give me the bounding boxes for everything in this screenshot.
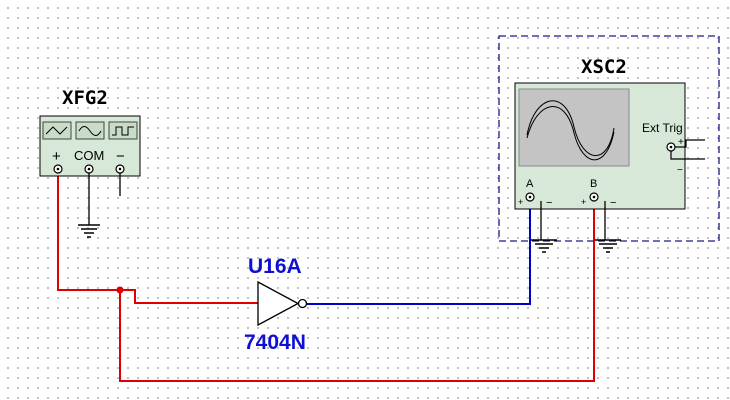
junction-dot bbox=[116, 286, 124, 294]
inverter-bubble bbox=[297, 298, 308, 309]
inverter-refdes: U16A bbox=[248, 255, 302, 278]
scope-refdes: XSC2 bbox=[581, 56, 627, 78]
wire-junction-to-scope-b[interactable] bbox=[119, 197, 595, 382]
function-generator-xfg2[interactable]: XFG2 + COM − bbox=[39, 87, 141, 238]
generator-minus-label: − bbox=[116, 148, 125, 165]
sine-wave-icon[interactable] bbox=[75, 121, 105, 140]
generator-minus-terminal[interactable] bbox=[115, 164, 125, 174]
generator-plus-label: + bbox=[52, 148, 61, 165]
square-wave-icon[interactable] bbox=[108, 121, 138, 140]
channel-b-terminal[interactable] bbox=[589, 192, 599, 202]
channel-a-label: A bbox=[526, 178, 534, 190]
channel-a-minus: − bbox=[546, 197, 552, 209]
generator-refdes: XFG2 bbox=[62, 87, 108, 109]
inverter-u16a[interactable]: U16A 7404N bbox=[244, 255, 308, 354]
inverter-part: 7404N bbox=[244, 331, 306, 354]
channel-b-plus: + bbox=[581, 197, 586, 207]
scope-selection-box bbox=[498, 35, 720, 242]
ext-trig-plus: + bbox=[678, 137, 684, 148]
ground-icon bbox=[78, 224, 100, 238]
inverter-triangle bbox=[257, 280, 300, 327]
oscilloscope-xsc2[interactable]: XSC2 Ext Trig + − A + − B bbox=[498, 35, 720, 253]
channel-a-terminal[interactable] bbox=[525, 192, 535, 202]
channel-a-plus: + bbox=[518, 197, 523, 207]
ext-trig-minus: − bbox=[677, 165, 683, 176]
scope-waveform-icon bbox=[526, 100, 615, 161]
ground-icon bbox=[595, 239, 621, 253]
generator-plus-terminal[interactable] bbox=[53, 164, 63, 174]
generator-com-label: COM bbox=[74, 148, 104, 163]
channel-b-label: B bbox=[590, 178, 597, 190]
triangle-wave-icon[interactable] bbox=[42, 121, 72, 140]
ext-trig-label: Ext Trig bbox=[642, 121, 683, 135]
generator-com-terminal[interactable] bbox=[84, 164, 94, 174]
wire-inverter-to-scope-a[interactable] bbox=[307, 197, 531, 305]
channel-b-minus: − bbox=[610, 197, 616, 209]
ext-trig-terminal[interactable] bbox=[666, 142, 676, 152]
wire-gen-to-inverter[interactable] bbox=[57, 172, 258, 304]
wires bbox=[57, 172, 595, 382]
ground-icon bbox=[531, 239, 557, 253]
